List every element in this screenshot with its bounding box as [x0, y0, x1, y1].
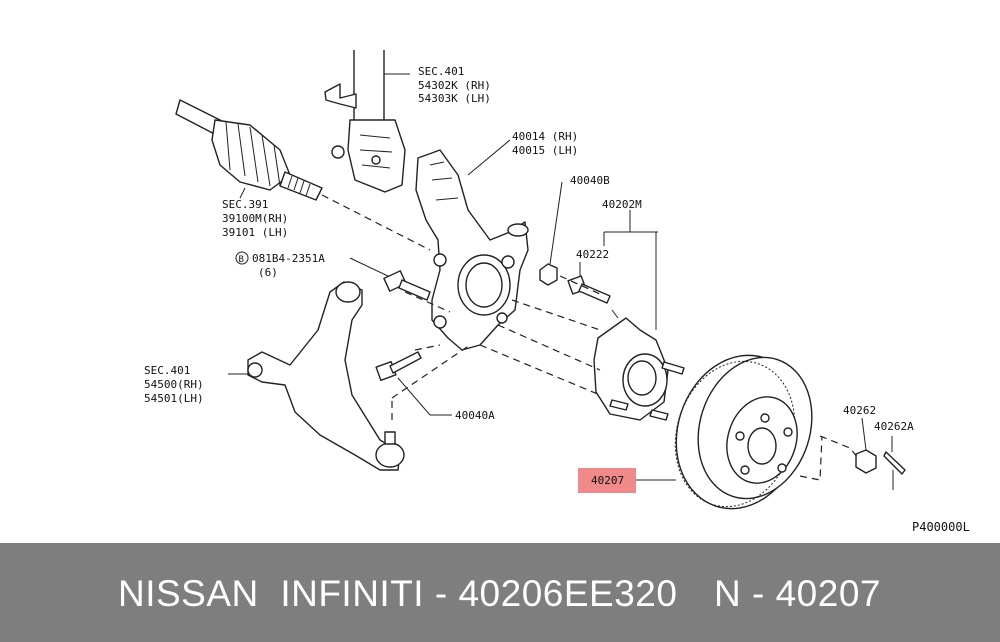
assembly-lines — [321, 194, 859, 481]
label-bolt-qty: (6) — [258, 266, 278, 279]
lower-control-arm — [228, 281, 405, 471]
steering-knuckle — [415, 139, 529, 351]
footer-item-number: N - 40207 — [714, 573, 881, 614]
label-40207: 40207 — [591, 474, 624, 487]
bolt-081b4 — [349, 257, 431, 301]
hub-assembly — [593, 210, 685, 421]
label-54303k: 54303K (LH) — [418, 92, 491, 105]
label-40222: 40222 — [576, 248, 609, 261]
brake-rotor — [636, 354, 813, 510]
label-54302k: 54302K (RH) — [418, 79, 491, 92]
nut-40040b — [539, 181, 563, 286]
label-54501: 54501(LH) — [144, 392, 204, 405]
drive-shaft — [175, 99, 323, 201]
highlight-40207 — [578, 468, 636, 493]
nut-40262 — [855, 417, 877, 474]
bolt-40040a — [375, 351, 452, 416]
strut-assembly — [324, 50, 410, 193]
label-sec401-top: SEC.401 — [418, 65, 464, 78]
pin-40262a — [883, 436, 906, 490]
bolt-40222 — [567, 262, 611, 304]
label-sec391: SEC.391 — [222, 198, 268, 211]
label-39101: 39101 (LH) — [222, 226, 288, 239]
callout-labels: SEC.401 54302K (RH) 54303K (LH) 40014 (R… — [144, 65, 970, 534]
label-40040a: 40040A — [455, 409, 495, 422]
bolt-ref-circle-icon — [235, 251, 249, 265]
bolts — [349, 181, 906, 490]
label-bolt-ref-circle: B — [239, 255, 244, 265]
label-40262a: 40262A — [874, 420, 914, 433]
label-40262: 40262 — [843, 404, 876, 417]
footer-part-number: NISSAN INFINITI - 40206EE320 — [118, 573, 678, 614]
parts-diagram: SEC.401 54302K (RH) 54303K (LH) 40014 (R… — [144, 50, 970, 534]
label-40015: 40015 (LH) — [512, 144, 578, 157]
label-54500: 54500(RH) — [144, 378, 204, 391]
label-39100m: 39100M(RH) — [222, 212, 288, 225]
label-40202m: 40202M — [602, 198, 642, 211]
label-sec401-bottom: SEC.401 — [144, 364, 190, 377]
label-40040b: 40040B — [570, 174, 610, 187]
footer-bar: NISSAN INFINITI - 40206EE320 N - 40207 — [0, 543, 1000, 642]
label-081b4: 081B4-2351A — [252, 252, 325, 265]
diagram-code: P400000L — [912, 520, 970, 534]
label-40014: 40014 (RH) — [512, 130, 578, 143]
